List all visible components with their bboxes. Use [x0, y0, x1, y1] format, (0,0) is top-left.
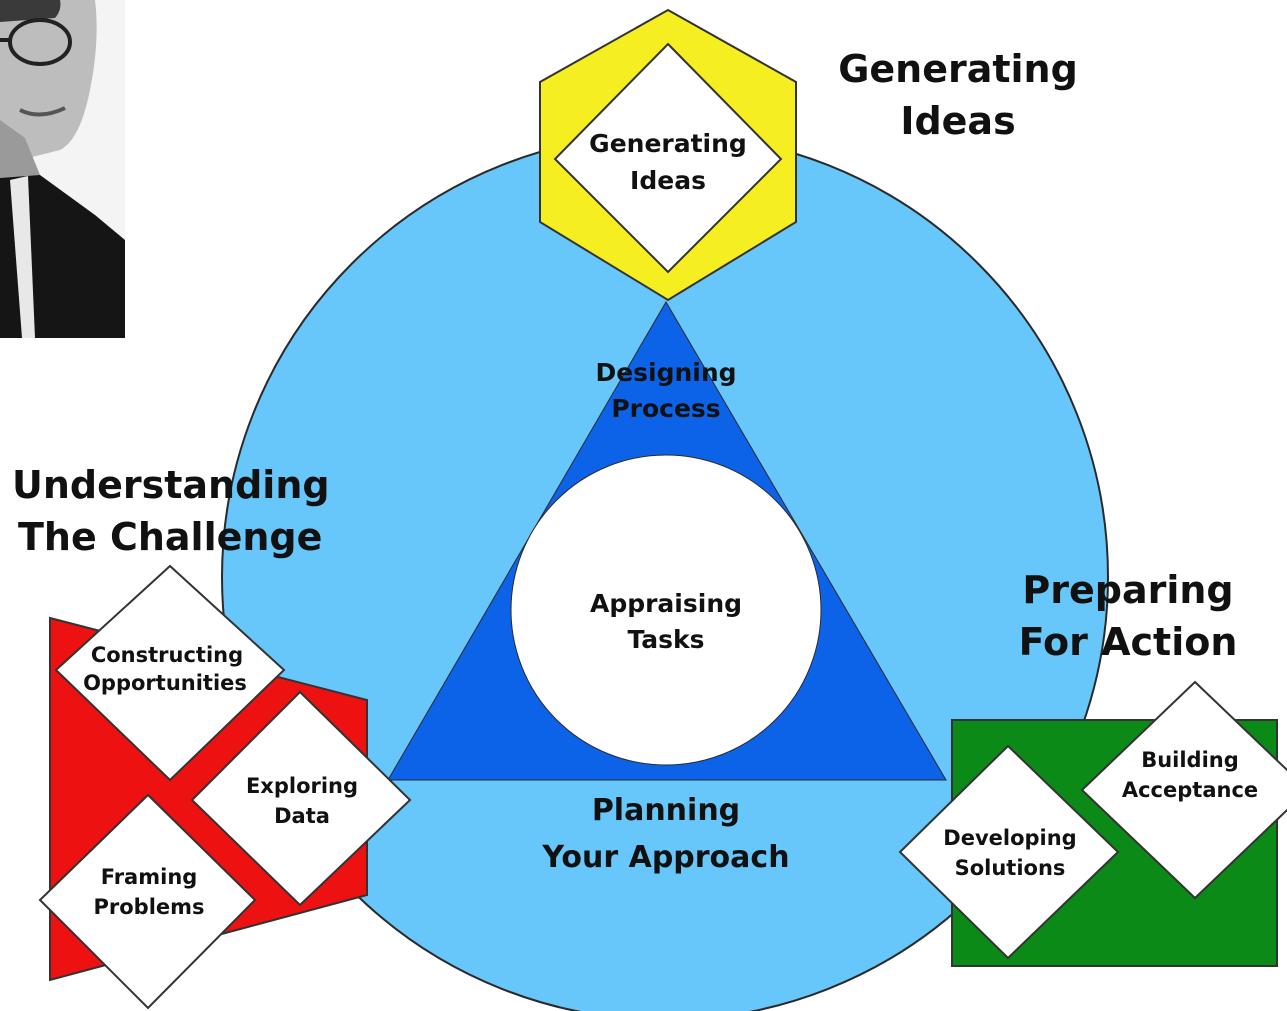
building-line1: Building — [1141, 748, 1239, 772]
designing-process-line1: Designing — [595, 358, 736, 387]
developing-line2: Solutions — [955, 856, 1066, 880]
planning-approach-line1: Planning — [592, 793, 740, 828]
building-line2: Acceptance — [1122, 778, 1258, 802]
exploring-line2: Data — [274, 804, 330, 828]
framing-line2: Problems — [93, 895, 204, 919]
appraising-tasks-line2: Tasks — [627, 625, 704, 654]
exploring-line1: Exploring — [246, 774, 358, 798]
constructing-line2: Opportunities — [83, 671, 247, 695]
designing-process-line2: Process — [611, 394, 720, 423]
framing-problems-diamond — [38, 793, 257, 1010]
developing-solutions-diamond — [898, 744, 1120, 960]
framing-line1: Framing — [101, 865, 198, 889]
generating-ideas-heading-line2: Ideas — [900, 99, 1015, 143]
appraising-tasks-line1: Appraising — [590, 589, 742, 618]
appraising-tasks-circle — [510, 454, 822, 766]
developing-line1: Developing — [943, 826, 1076, 850]
person-photo-icon — [0, 0, 125, 338]
exploring-data-diamond — [190, 690, 412, 907]
generating-ideas-diamond — [553, 42, 783, 274]
generating-ideas-heading-line1: Generating — [838, 47, 1078, 91]
preparing-action-heading-line2: For Action — [1019, 620, 1238, 664]
preparing-action-heading-line1: Preparing — [1022, 568, 1233, 612]
generating-ideas-step-line1: Generating — [589, 129, 747, 158]
building-acceptance-diamond — [1080, 680, 1287, 900]
understanding-challenge-heading-line1: Understanding — [12, 463, 330, 507]
understanding-challenge-heading-line2: The Challenge — [18, 515, 322, 559]
constructing-opportunities-diamond — [54, 564, 286, 782]
generating-ideas-step-line2: Ideas — [630, 166, 706, 195]
planning-approach-line2: Your Approach — [541, 840, 789, 875]
constructing-line1: Constructing — [91, 643, 243, 667]
